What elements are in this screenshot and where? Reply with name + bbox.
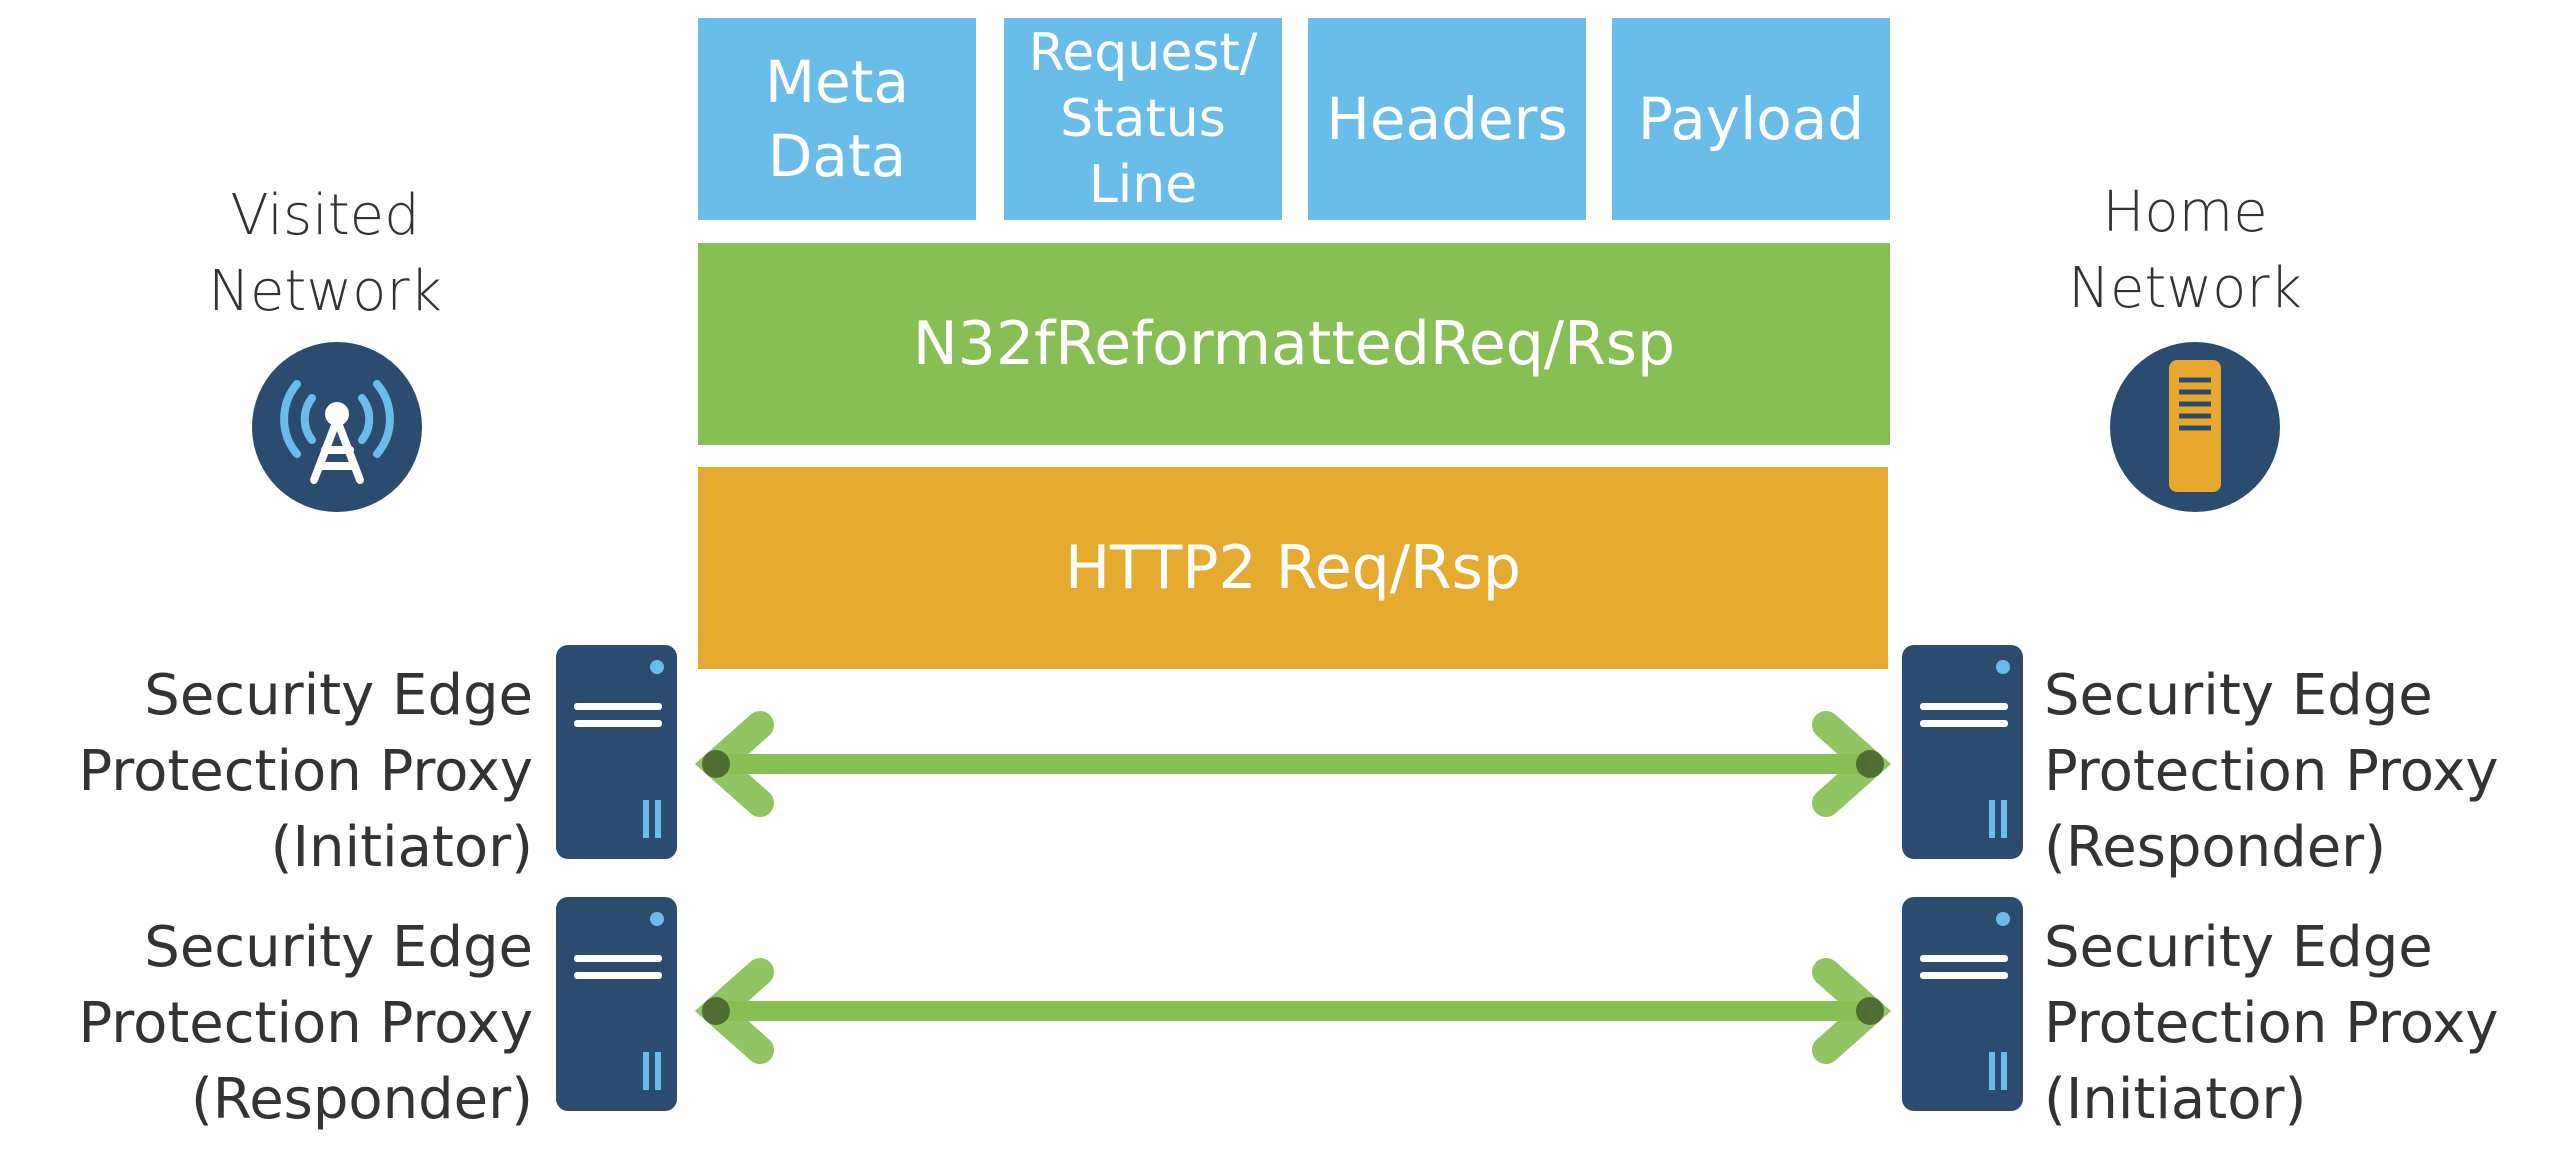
double-arrow-icon [694,958,1892,1064]
meta-data-box: Meta Data [698,18,976,220]
server-icon [556,897,677,1111]
home-server-icon [2110,342,2280,512]
right-proxy-label-2: Security Edge Protection Proxy (Initiato… [2044,915,2499,1132]
n32f-reformatted-layer: N32fReformattedReq/Rsp [698,243,1890,445]
right-proxy-label-1: Security Edge Protection Proxy (Responde… [2044,663,2499,880]
server-icon [1902,645,2023,859]
left-proxy-label-2: Security Edge Protection Proxy (Responde… [78,915,533,1132]
server-icon [1902,897,2023,1111]
http2-layer: HTTP2 Req/Rsp [698,467,1888,669]
headers-box: Headers [1308,18,1586,220]
radio-tower-icon [252,342,422,512]
home-network-label: Home Network [2068,180,2302,321]
request-status-line-box: Request/ Status Line [1004,18,1282,220]
left-proxy-label-1: Security Edge Protection Proxy (Initiato… [78,663,533,880]
double-arrow-icon [694,711,1892,817]
visited-network-label: Visited Network [208,183,442,324]
payload-box: Payload [1612,18,1890,220]
server-icon [556,645,677,859]
